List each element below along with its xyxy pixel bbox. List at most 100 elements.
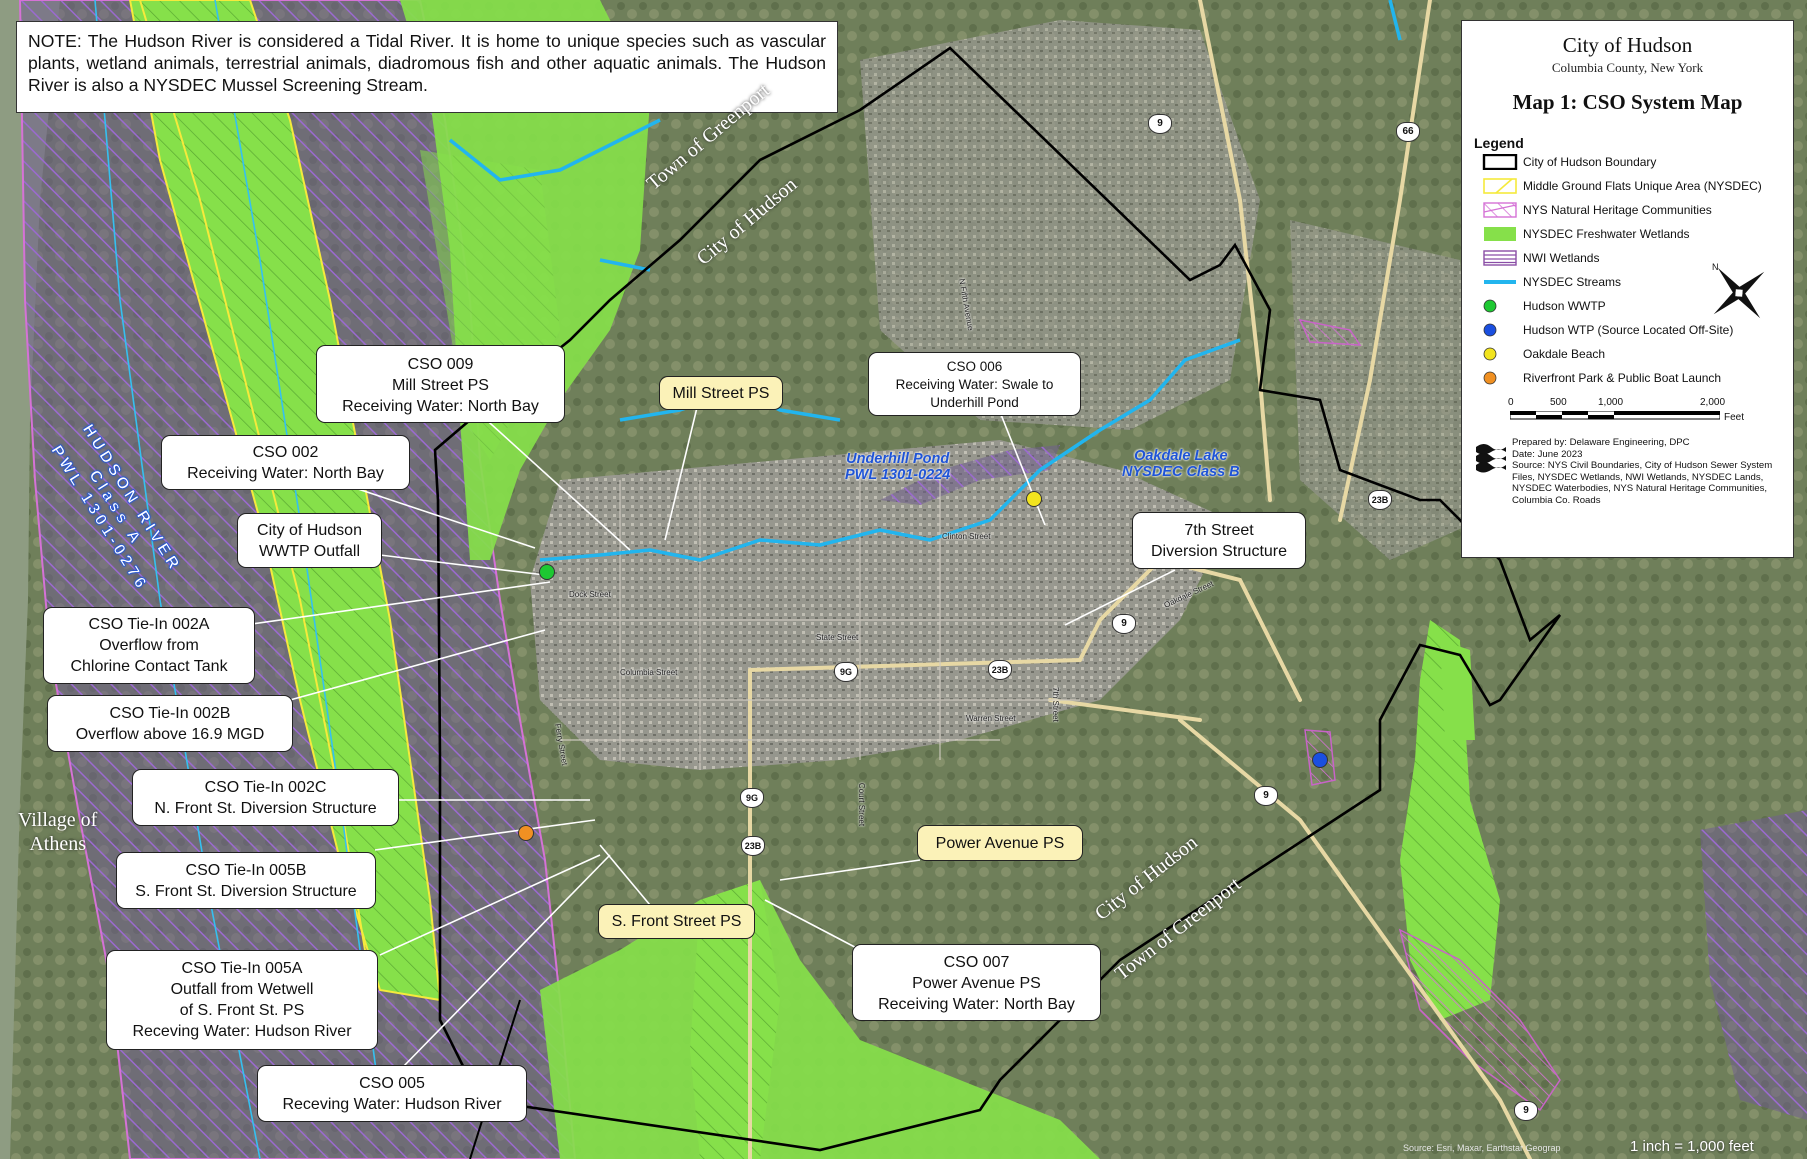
- stream-swatch-icon: [1484, 280, 1516, 284]
- legend-panel: City of Hudson Columbia County, New York…: [1461, 20, 1794, 558]
- callout-line: Mill Street PS: [672, 385, 770, 402]
- callout-line: Overflow above 16.9 MGD: [75, 726, 265, 743]
- scale-bar: 0 500 1,000 2,000 Feet: [1472, 395, 1783, 431]
- callout-line: CSO 006: [946, 359, 1003, 374]
- callout-line: Outfall from Wetwell: [170, 981, 314, 998]
- heritage-north: [1298, 318, 1362, 346]
- delaware-engineering-logo-icon: [1476, 444, 1506, 473]
- town-urban-area: [530, 440, 1230, 770]
- wwtp-dot-icon: [1483, 299, 1497, 313]
- middle-ground-flats: [128, 0, 442, 1002]
- park-dot-icon: [1483, 371, 1497, 385]
- imagery-credit: Source: Esri, Maxar, Earthstar Geograp: [1403, 1143, 1561, 1153]
- callout-cso-tie-in-002b[interactable]: CSO Tie-In 002B Overflow above 16.9 MGD: [47, 695, 293, 752]
- callout-power-avenue-ps[interactable]: Power Avenue PS: [917, 825, 1083, 861]
- callout-line: Receiving Water: Swale to: [895, 377, 1054, 392]
- boundary-swatch-icon: [1482, 154, 1518, 170]
- callout-line: Power Avenue PS: [912, 975, 1041, 992]
- callout-line: Diversion Structure: [1150, 543, 1288, 560]
- legend-item-park: Riverfront Park & Public Boat Launch: [1472, 367, 1783, 391]
- note-box: NOTE: The Hudson River is considered a T…: [16, 21, 838, 113]
- callout-line: WWTP Outfall: [258, 543, 361, 560]
- street-label: Clinton Street: [942, 532, 991, 541]
- south-wetland: [540, 880, 1100, 1159]
- scale-tick-1000: 1,000: [1598, 397, 1624, 408]
- callout-line: 7th Street: [1184, 522, 1254, 539]
- village-of-athens-label: Village of Athens: [18, 808, 97, 856]
- nwi-swatch-icon: [1483, 250, 1517, 266]
- callout-cso-006[interactable]: CSO 006 Receiving Water: Swale to Underh…: [868, 352, 1081, 416]
- route-shield: 23B: [988, 660, 1012, 680]
- legend-map-title: Map 1: CSO System Map: [1512, 90, 1743, 114]
- callout-line: Overflow from: [99, 637, 199, 654]
- scale-note: 1 inch = 1,000 feet: [1630, 1138, 1754, 1155]
- east-wetland: [1400, 620, 1500, 1020]
- scale-tick-500: 500: [1550, 397, 1567, 408]
- legend-label: Riverfront Park & Public Boat Launch: [1523, 371, 1722, 385]
- wetland-swatch-icon: [1484, 227, 1516, 241]
- route-shield: 9: [1148, 114, 1172, 134]
- route-shield: 9: [1254, 786, 1278, 806]
- nwi-southeast: [1700, 810, 1807, 1120]
- route-shield: 23B: [741, 836, 765, 856]
- callout-cso-tie-in-002c[interactable]: CSO Tie-In 002C N. Front St. Diversion S…: [132, 769, 399, 826]
- hudson-wwtp-marker[interactable]: [539, 564, 555, 580]
- beach-dot-icon: [1483, 347, 1497, 361]
- route-shield: 23B: [1368, 490, 1392, 510]
- callout-cso-tie-in-002a[interactable]: CSO Tie-In 002A Overflow from Chlorine C…: [43, 607, 255, 684]
- route-shield: 9: [1112, 614, 1136, 634]
- callout-line: Receiving Water: North Bay: [187, 465, 384, 482]
- legend-item-streams: NYSDEC Streams: [1472, 271, 1783, 295]
- street-label: Dock Street: [569, 590, 611, 599]
- riverfront-park-marker[interactable]: [518, 825, 534, 841]
- legend-label: Middle Ground Flats Unique Area (NYSDEC): [1523, 179, 1762, 193]
- south-wetland-2: [690, 880, 780, 1159]
- hudson-wtp-marker[interactable]: [1312, 752, 1328, 768]
- callout-s-front-street-ps[interactable]: S. Front Street PS: [598, 904, 755, 939]
- callout-line: CSO Tie-In 005A: [181, 960, 303, 977]
- callout-wwtp-outfall[interactable]: City of Hudson WWTP Outfall: [237, 513, 382, 568]
- legend-item-nwi: NWI Wetlands: [1472, 247, 1783, 271]
- village-label-line: Village of: [18, 809, 98, 831]
- legend-label: NWI Wetlands: [1523, 251, 1600, 265]
- legend-item-boundary: City of Hudson Boundary: [1472, 151, 1783, 175]
- heritage-east: [1398, 928, 1561, 1112]
- callout-line: Receiving Water: North Bay: [342, 398, 539, 415]
- legend-label: City of Hudson Boundary: [1523, 155, 1657, 169]
- scale-bar-icon: [1510, 411, 1720, 420]
- street-label: Court Street: [857, 782, 867, 827]
- scale-unit: Feet: [1724, 412, 1745, 423]
- callout-cso-005[interactable]: CSO 005 Receving Water: Hudson River: [257, 1065, 527, 1122]
- route-shield: 9G: [834, 662, 858, 682]
- callout-cso-007[interactable]: CSO 007 Power Avenue PS Receiving Water:…: [852, 944, 1101, 1021]
- heritage-swatch-icon: [1483, 202, 1517, 218]
- callout-line: CSO 009: [407, 356, 474, 373]
- callout-cso-tie-in-005a[interactable]: CSO Tie-In 005A Outfall from Wetwell of …: [106, 950, 378, 1050]
- nwi-underhill: [880, 445, 1060, 505]
- callout-leaders: [244, 394, 1176, 1071]
- callout-7th-street-diversion[interactable]: 7th Street Diversion Structure: [1132, 512, 1306, 569]
- callout-line: Receving Water: Hudson River: [282, 1096, 502, 1113]
- callout-line: Underhill Pond: [930, 395, 1019, 410]
- street-label: State Street: [816, 633, 859, 642]
- oakdale-lake-label: Oakdale Lake NYSDEC Class B: [1122, 448, 1240, 480]
- callout-cso-002[interactable]: CSO 002 Receiving Water: North Bay: [161, 435, 410, 490]
- callout-cso-tie-in-005b[interactable]: CSO Tie-In 005B S. Front St. Diversion S…: [116, 852, 376, 909]
- map-date: Date: June 2023: [1512, 448, 1583, 460]
- legend-label: NYSDEC Streams: [1523, 275, 1622, 289]
- prepared-by: Prepared by: Delaware Engineering, DPC: [1512, 437, 1690, 448]
- street-label: 7th Street: [1050, 687, 1060, 722]
- underhill-pond-label: Underhill Pond PWL 1301-0224: [845, 451, 950, 483]
- route-shield: 66: [1396, 122, 1420, 142]
- callout-line: City of Hudson: [257, 522, 362, 539]
- callout-line: CSO Tie-In 002C: [204, 779, 327, 796]
- east-residential: [1290, 220, 1480, 560]
- callout-mill-street-ps[interactable]: Mill Street PS: [659, 376, 783, 410]
- callout-cso-009[interactable]: CSO 009 Mill Street PS Receiving Water: …: [316, 345, 565, 423]
- callout-line: Receving Water: Hudson River: [132, 1023, 352, 1040]
- oakdale-beach-marker[interactable]: [1026, 491, 1042, 507]
- legend-label: Oakdale Beach: [1523, 347, 1606, 361]
- legend-county: Columbia County, New York: [1551, 60, 1704, 75]
- callout-line: Power Avenue PS: [935, 835, 1065, 852]
- legend-label: Hudson WTP (Source Located Off-Site): [1523, 323, 1734, 337]
